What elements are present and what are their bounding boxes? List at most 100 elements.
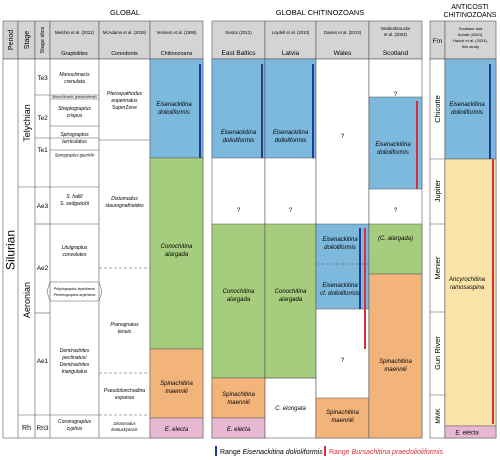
- latvia-col-label: Latvia: [282, 50, 300, 57]
- grapt-crenulata-2: crenulata: [64, 79, 85, 85]
- stage-slice-header: Stage slice: [40, 27, 46, 54]
- wales-eisen-cf-2: cf. dolioliformis: [320, 291, 360, 297]
- eb-conochitina-box: [211, 223, 266, 379]
- conodonts-col-label: Conodonts: [111, 51, 138, 57]
- grapt-turriculatus-2: turriculatus: [62, 139, 87, 145]
- period-silurian: Silurian: [4, 230, 18, 270]
- cono-kentuckyensis-2: kentuckyensis: [111, 427, 138, 432]
- wales-spinachitina-box: [315, 397, 370, 439]
- grapt-crenulata-1: Monoclimacis: [59, 72, 90, 78]
- anticosti-eisenackitina-1: Eisenackitina: [449, 102, 485, 108]
- latvia-conochitina-box: [264, 223, 317, 379]
- wales-question-mid: ?: [341, 358, 345, 364]
- grapt-griestoniensis: Monoclimacis griestoniensis: [52, 95, 97, 99]
- scotland-question-top: ?: [394, 92, 398, 98]
- latvia-conochitina-1: Conochitina: [275, 289, 307, 295]
- grapt-crispus-1: Streptograptus: [58, 106, 91, 112]
- verniers-electa: E. electa: [165, 427, 189, 433]
- verniers-spinachitina-box: [149, 348, 204, 419]
- verniers-spinachitina-2: maennili: [165, 389, 188, 395]
- anticosti-ref-2: Achab (2000),: [458, 32, 483, 37]
- cono-expansa-1: Pseudolonchodina: [104, 388, 145, 394]
- verniers-eisenackitina-box: [149, 58, 204, 159]
- scotland-spinachitina-2: maennili: [384, 367, 407, 373]
- grapt-halli-1: S. halli/: [66, 194, 83, 200]
- scotland-ref-2: et al. (2003): [384, 32, 407, 37]
- cono-kentuckyensis-1: Distomodus: [113, 421, 136, 426]
- eb-eisenackitina-1: Eisenackitina: [221, 130, 257, 136]
- grapt-convolutes-2: convolutes: [63, 252, 87, 258]
- verniers-conochitina-1: Conochitina: [161, 244, 193, 250]
- verniers-eisenackitina-1: Eisenackitina: [156, 102, 192, 108]
- slice-ae3: Ae3: [37, 203, 49, 210]
- legend-blue-taxon: Eisenackitina dolioliformis: [243, 449, 324, 456]
- scotland-question-mid: ?: [394, 208, 398, 214]
- conodonts-ref: McAdams et al. (2019): [103, 30, 147, 35]
- grapt-demirastrites-4: triangulatus: [62, 369, 88, 375]
- latvia-question: ?: [289, 208, 293, 214]
- latvia-eisenackitina-2: dolioliformis: [275, 138, 307, 144]
- latvia-conochitina-2: alargada: [279, 297, 303, 303]
- latvia-eisenackitina-1: Eisenackitina: [273, 130, 309, 136]
- verniers-electa-box: [149, 417, 204, 439]
- verniers-spinachitina-1: Spinachitina: [160, 381, 193, 387]
- stage-rh: Rh: [22, 425, 31, 432]
- legend-red-label: Range Bursachitina praedolioliformis: [329, 449, 444, 456]
- eb-spinachitina-2: maennili: [227, 400, 250, 406]
- eb-col-label: East Baltics: [222, 50, 257, 57]
- scotland-eisenackitina-2: dolioliformis: [377, 150, 409, 156]
- grapt-crispus-2: crispus: [67, 113, 83, 119]
- slice-ae2: Ae2: [37, 265, 49, 272]
- anticosti-ancyrochitina-2: ramosaspina: [450, 285, 485, 291]
- fm-jupiter: Jupiter: [433, 179, 442, 202]
- scotland-eisenackitina-1: Eisenackitina: [375, 142, 411, 148]
- eb-eisenackitina-box: [211, 58, 266, 159]
- stage-header: Stage: [24, 31, 31, 49]
- anticosti-ref-1: Soufiane and: [459, 26, 483, 31]
- legend-blue-label: Range Eisenackitina dolioliformis: [220, 449, 323, 456]
- anticosti-ref-3: Hauck et al. (2024),: [453, 38, 488, 43]
- fm-chicotte: Chicotte: [433, 95, 442, 123]
- wales-eisenackitina-1: Eisenackitina: [322, 237, 358, 243]
- eb-electa: E. electa: [227, 427, 251, 433]
- chitinozoans-ref: Verniers et al. (1995): [157, 30, 197, 35]
- scotland-alargada-box: [368, 223, 423, 275]
- wales-question-top: ?: [341, 134, 345, 140]
- grapt-cyphus-1: Coronograptus: [58, 419, 92, 425]
- cono-tenuis-2: tenuis: [118, 329, 132, 335]
- scotland-eisenackitina-box: [368, 96, 423, 190]
- legend-blue-prefix: Range: [220, 449, 243, 456]
- period-header: Period: [8, 30, 15, 50]
- latvia-ref: Loydell et al. (2010): [272, 30, 310, 35]
- eb-conochitina-2: alargada: [227, 297, 251, 303]
- grapt-convolutes-1: Lituigraptus: [62, 245, 88, 251]
- anticosti-ref-4: this study: [462, 44, 479, 49]
- anticosti-eisenackitina-box: [444, 58, 497, 160]
- cono-tenuis-1: Pranognatus: [110, 322, 139, 328]
- cono-staurognathoides-2: staurognathoides: [105, 203, 144, 209]
- eb-ref: Nestor (2012): [225, 30, 252, 35]
- global-chitinozoans-header: GLOBAL CHITINOZOANS: [276, 8, 365, 17]
- eb-question: ?: [237, 208, 241, 214]
- scotland-col-label: Scotland: [383, 50, 409, 57]
- anticosti-header-line1: ANTICOSTI: [451, 4, 488, 11]
- chitinozoans-col-label: Chitinozoans: [161, 51, 193, 57]
- anticosti-header-cell: [444, 20, 497, 60]
- grapt-demirastrites-1: Demirastrites: [60, 348, 90, 354]
- eb-conochitina-1: Conochitina: [223, 289, 255, 295]
- stage-aeronian: Aeronian: [22, 282, 32, 318]
- cono-expansa-2: expansa: [115, 395, 134, 401]
- wales-spinachitina-1: Spinachitina: [326, 410, 359, 416]
- scotland-ref-1: Vandenbroucke: [381, 26, 411, 31]
- slice-te3: Te3: [37, 75, 48, 82]
- cono-pterospathodus-1: Pterospathodus: [107, 91, 143, 97]
- grapt-halli-2: S. sedgwickii: [60, 201, 90, 207]
- anticosti-electa-box: [444, 425, 497, 439]
- eb-spinachitina-1: Spinachitina: [222, 392, 255, 398]
- cono-pterospathodus-3: SuperZone: [112, 105, 137, 111]
- anticosti-ancyrochitina-1: Ancyrochitina: [448, 277, 486, 283]
- grapt-pribylograptus-2: Pernerograptus argenteus: [54, 293, 96, 297]
- grapt-cyphus-2: cyphus: [67, 426, 83, 432]
- cono-staurognathoides-1: Distomodus: [111, 196, 138, 202]
- grapt-pribylograptus-1: Pribylograptus leptotheca/: [54, 287, 97, 291]
